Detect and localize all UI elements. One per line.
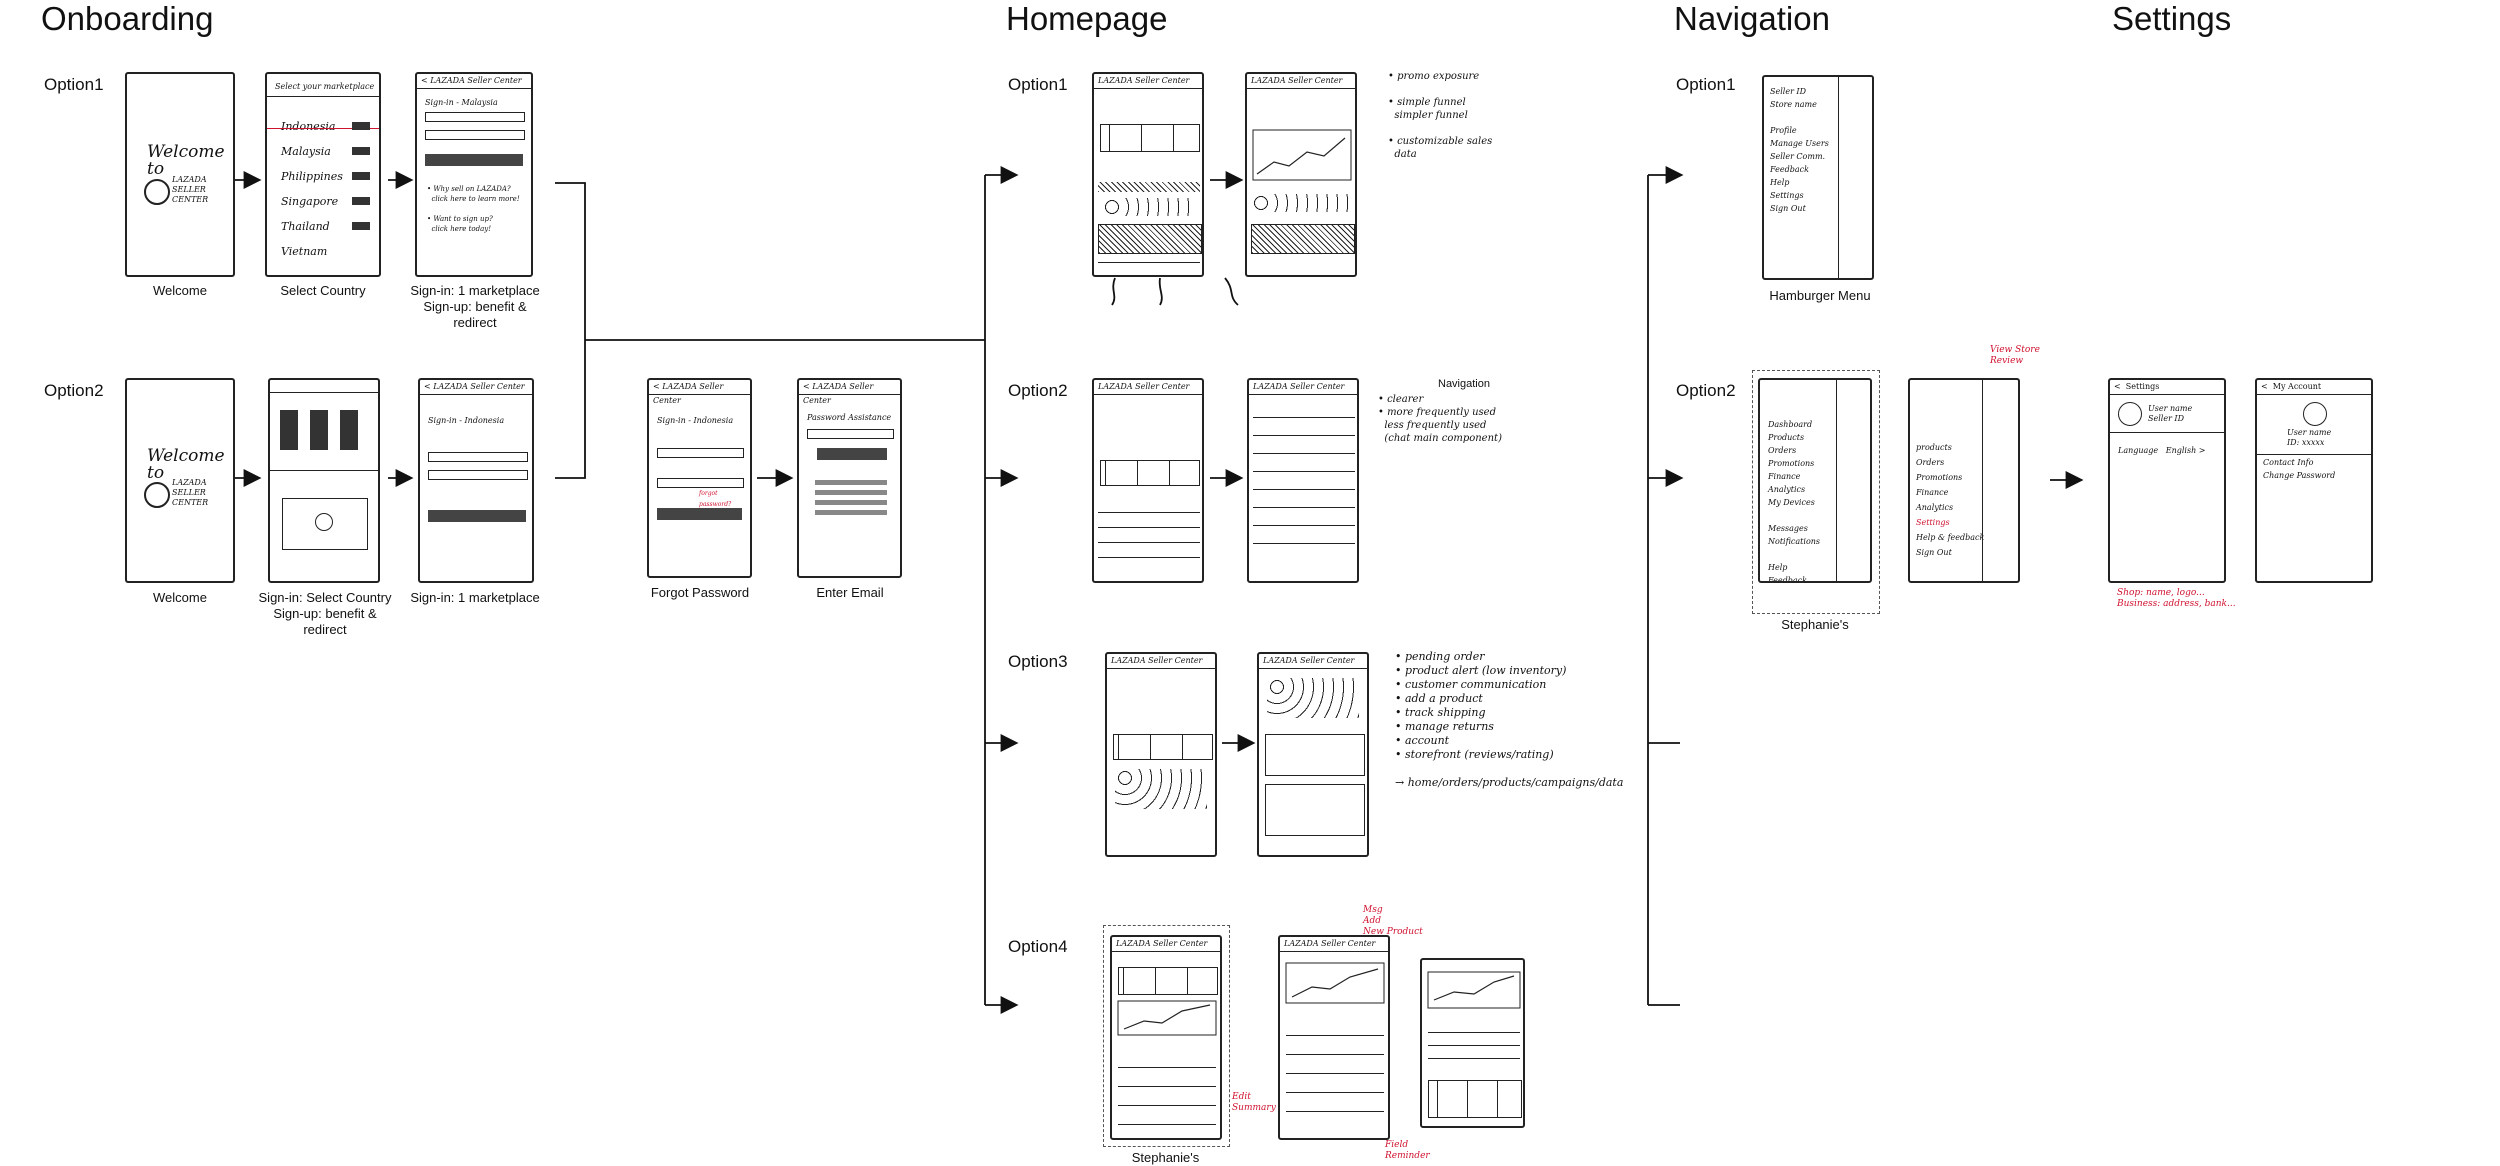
avatar — [2303, 402, 2327, 426]
homepage-option3-screen-b: LAZADA Seller Center — [1257, 652, 1369, 857]
onboarding-signin-caption-line1: Sign-in: 1 marketplace — [410, 283, 540, 298]
homepage-option3-screen-a: LAZADA Seller Center — [1105, 652, 1217, 857]
section-title-onboarding: Onboarding — [41, 0, 214, 37]
homepage-option2-notes: Navigation • clearer• more frequently us… — [1378, 378, 1502, 444]
analytics-chart-sketch — [1117, 1000, 1217, 1036]
onboarding-select-country-screen-2 — [268, 378, 380, 583]
avatar — [2118, 402, 2142, 426]
homepage-option4-screen-c — [1420, 958, 1525, 1128]
enter-email-caption: Enter Email — [816, 585, 884, 600]
onboarding-select-country-caption: Select Country — [280, 283, 366, 298]
play-icon — [315, 513, 333, 531]
homepage-option4-screen-a: LAZADA Seller Center — [1110, 935, 1222, 1140]
logo-icon — [144, 179, 170, 205]
forgot-password-screen: < LAZADA Seller Center Sign-in - Indones… — [647, 378, 752, 578]
navigation-option2-label: Option2 — [1676, 381, 1736, 400]
stephanies-homepage-frame — [1103, 925, 1230, 1147]
stephanies-navigation-frame — [1752, 370, 1880, 614]
homepage-option4-label: Option4 — [1008, 937, 1068, 956]
homepage-option4-screen-b: LAZADA Seller Center — [1278, 935, 1390, 1140]
homepage-option2-note-heading: Navigation — [1438, 378, 1490, 390]
homepage-option1-notes: • promo exposure• simple funnel simpler … — [1388, 71, 1493, 160]
homepage-option1-label: Option1 — [1008, 75, 1068, 94]
settings-red-note: Shop: name, logo...Business: address, ba… — [2117, 588, 2236, 609]
analytics-chart-sketch — [1285, 962, 1385, 1004]
onboarding-signin-select-caption-line2: Sign-up: benefit & redirect — [273, 606, 377, 637]
onboarding-signin-select-caption-line1: Sign-in: Select Country — [258, 590, 392, 605]
homepage-option2-screen-b: LAZADA Seller Center — [1247, 378, 1359, 583]
onboarding-signin-marketplace-screen: < LAZADA Seller Center Sign-in - Indones… — [418, 378, 534, 583]
navigation-option1-caption: Hamburger Menu — [1769, 288, 1871, 303]
homepage-option1-screen-b: LAZADA Seller Center — [1245, 72, 1357, 277]
onboarding-welcome-caption: Welcome — [153, 283, 207, 298]
homepage-option3-label: Option3 — [1008, 652, 1068, 671]
homepage-option1-screen-a: LAZADA Seller Center — [1092, 72, 1204, 277]
enter-email-screen: < LAZADA Seller Center Password Assistan… — [797, 378, 902, 578]
navigation-option1-label: Option1 — [1676, 75, 1736, 94]
onboarding-signin-caption: Sign-in: 1 marketplace Sign-up: benefit … — [400, 283, 550, 331]
homepage-option2-screen-a: LAZADA Seller Center — [1092, 378, 1204, 583]
onboarding-signin-screen: < LAZADA Seller Center Sign-in - Malaysi… — [415, 72, 533, 277]
homepage-option2-label: Option2 — [1008, 381, 1068, 400]
section-title-settings: Settings — [2112, 0, 2232, 37]
forgot-password-caption: Forgot Password — [650, 585, 750, 600]
onboarding-option2-label: Option2 — [44, 381, 104, 400]
onboarding-signin-caption-line2: Sign-up: benefit & redirect — [423, 299, 527, 330]
homepage-option3-notes: • pending order• product alert (low inve… — [1395, 650, 1624, 789]
logo-icon — [144, 482, 170, 508]
section-title-navigation: Navigation — [1674, 0, 1830, 37]
onboarding-signin-select-country-caption: Sign-in: Select Country Sign-up: benefit… — [250, 590, 400, 638]
homepage-option4-caption: Stephanie's — [1131, 1150, 1200, 1165]
navigation-option2-caption: Stephanie's — [1781, 617, 1849, 632]
onboarding-marketplace-caption: Sign-in: 1 marketplace — [410, 590, 540, 605]
section-title-homepage: Homepage — [1006, 0, 1168, 37]
store-rating-chart-sketch — [1427, 971, 1521, 1009]
sales-line-chart-sketch — [1252, 129, 1352, 181]
onboarding-welcome-caption-2: Welcome — [153, 590, 207, 605]
onboarding-option1-label: Option1 — [44, 75, 104, 94]
